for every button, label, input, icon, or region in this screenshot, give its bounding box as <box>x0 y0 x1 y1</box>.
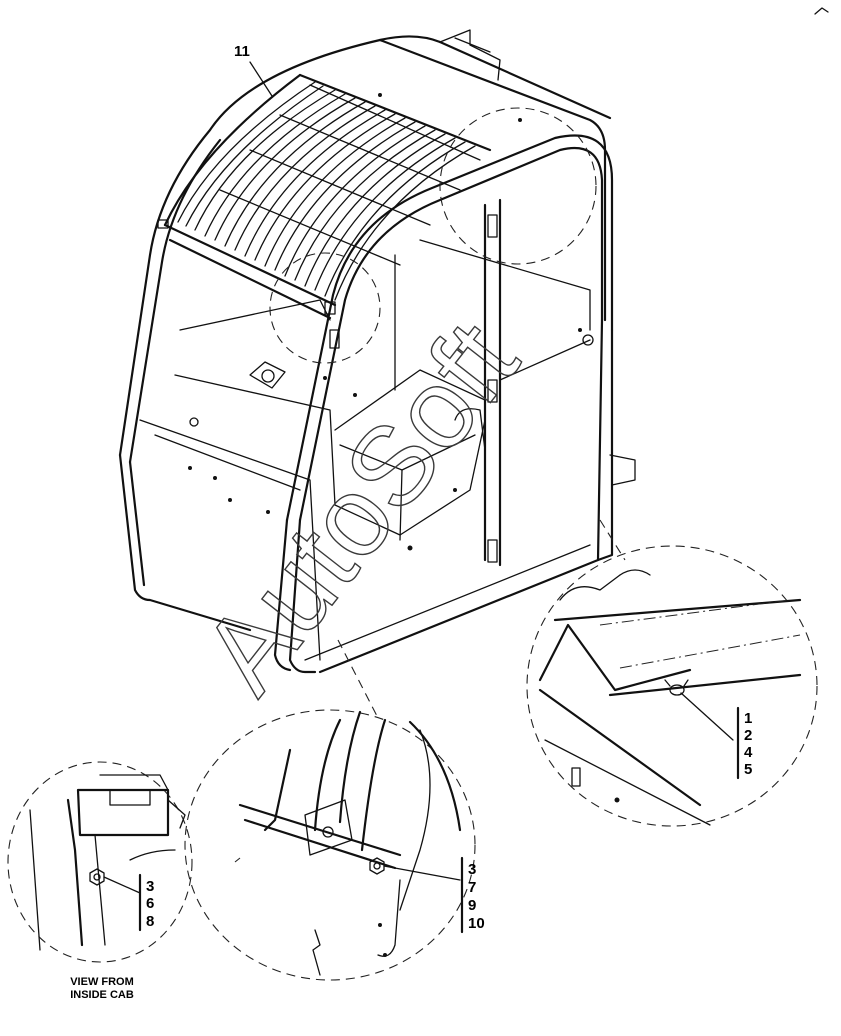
corner-mark <box>814 7 829 15</box>
callout-5: 5 <box>744 761 752 778</box>
cab-frame <box>118 35 636 674</box>
callout-8: 8 <box>146 913 154 930</box>
callout-2: 2 <box>744 727 752 744</box>
detail-circle-roof-left <box>269 252 381 364</box>
callout-3-left: 3 <box>146 878 154 895</box>
callout-9: 9 <box>468 897 476 914</box>
callout-7: 7 <box>468 879 476 896</box>
callout-11-group: 11 <box>234 43 273 97</box>
callout-4: 4 <box>744 744 753 761</box>
detail-view-center: 3 7 9 10 <box>184 709 485 981</box>
view-caption-line1: VIEW FROM <box>70 976 134 988</box>
detail-view-left: 3 6 8 <box>7 761 193 963</box>
callout-11: 11 <box>234 43 250 60</box>
roof-bracket <box>439 29 501 81</box>
roof-guard <box>157 73 492 349</box>
callout-10: 10 <box>468 915 485 932</box>
view-caption-line2: INSIDE CAB <box>70 989 134 1001</box>
callout-6: 6 <box>146 895 154 912</box>
detail-view-right: 1 2 4 5 <box>526 545 818 827</box>
watermark: AutoSoft <box>178 299 541 715</box>
detail-circle-roof-right <box>439 107 597 265</box>
callout-3: 3 <box>468 861 476 878</box>
callout-1: 1 <box>744 710 752 727</box>
